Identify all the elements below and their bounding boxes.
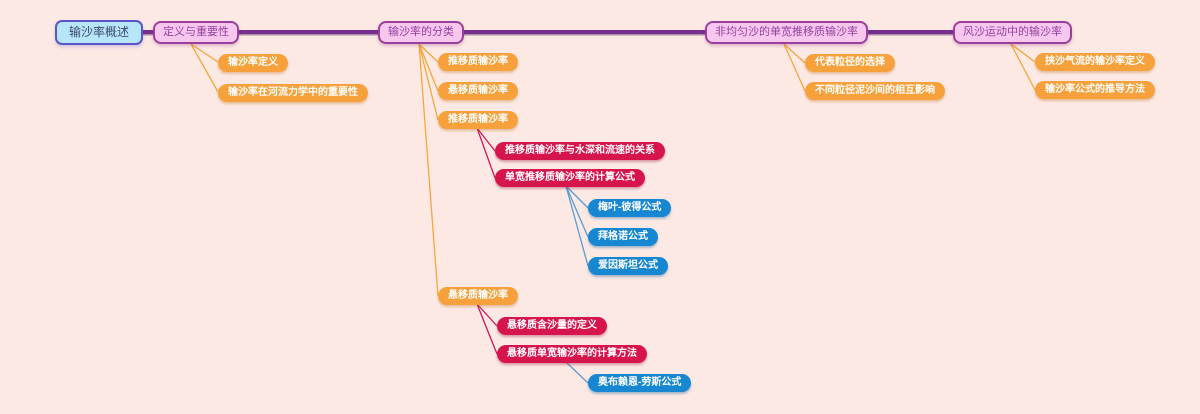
branch-node-suspended-unit-width-method[interactable]: 悬移质单宽输沙率的计算方法 — [497, 345, 647, 363]
branch-node-unit-width-bedload-formula[interactable]: 单宽推移质输沙率的计算公式 — [495, 169, 645, 187]
branch-node-suspended-concentration-definition[interactable]: 悬移质含沙量的定义 — [497, 317, 607, 335]
branch-node-bagnold-formula[interactable]: 拜格诺公式 — [588, 228, 658, 246]
branch-node-bedload-depth-velocity[interactable]: 推移质输沙率与水深和流速的关系 — [495, 142, 665, 160]
root-node[interactable]: 输沙率概述 — [55, 20, 144, 45]
branch-node-suspended-rate-1[interactable]: 悬移质输沙率 — [438, 82, 518, 100]
branch-node-representative-grain-size[interactable]: 代表粒径的选择 — [805, 54, 895, 72]
branch-node-obrien-rouse-formula[interactable]: 奥布赖恩-劳斯公式 — [588, 374, 692, 392]
branch-node-sand-laden-flow-definition[interactable]: 挟沙气流的输沙率定义 — [1035, 53, 1155, 71]
branch-node-definition[interactable]: 输沙率定义 — [218, 54, 288, 72]
branch-node-grain-interaction[interactable]: 不同粒径泥沙间的相互影响 — [805, 82, 945, 100]
topic-node-classification[interactable]: 输沙率的分类 — [378, 21, 464, 44]
branch-node-bedload-rate-2[interactable]: 推移质输沙率 — [438, 111, 518, 129]
branch-node-formula-derivation-method[interactable]: 输沙率公式的推导方法 — [1035, 81, 1155, 99]
topic-node-definition-importance[interactable]: 定义与重要性 — [153, 21, 239, 44]
branch-node-importance-river-mechanics[interactable]: 输沙率在河流力学中的重要性 — [218, 84, 368, 102]
branch-node-bedload-rate-1[interactable]: 推移质输沙率 — [438, 53, 518, 71]
topic-node-nonuniform-sand[interactable]: 非均匀沙的单宽推移质输沙率 — [705, 21, 868, 44]
topic-node-wind-sand[interactable]: 风沙运动中的输沙率 — [953, 21, 1072, 44]
branch-node-suspended-rate-2[interactable]: 悬移质输沙率 — [438, 287, 518, 305]
branch-node-einstein-formula[interactable]: 爱因斯坦公式 — [588, 257, 668, 275]
branch-node-meyer-peter-formula[interactable]: 梅叶-彼得公式 — [588, 199, 672, 217]
